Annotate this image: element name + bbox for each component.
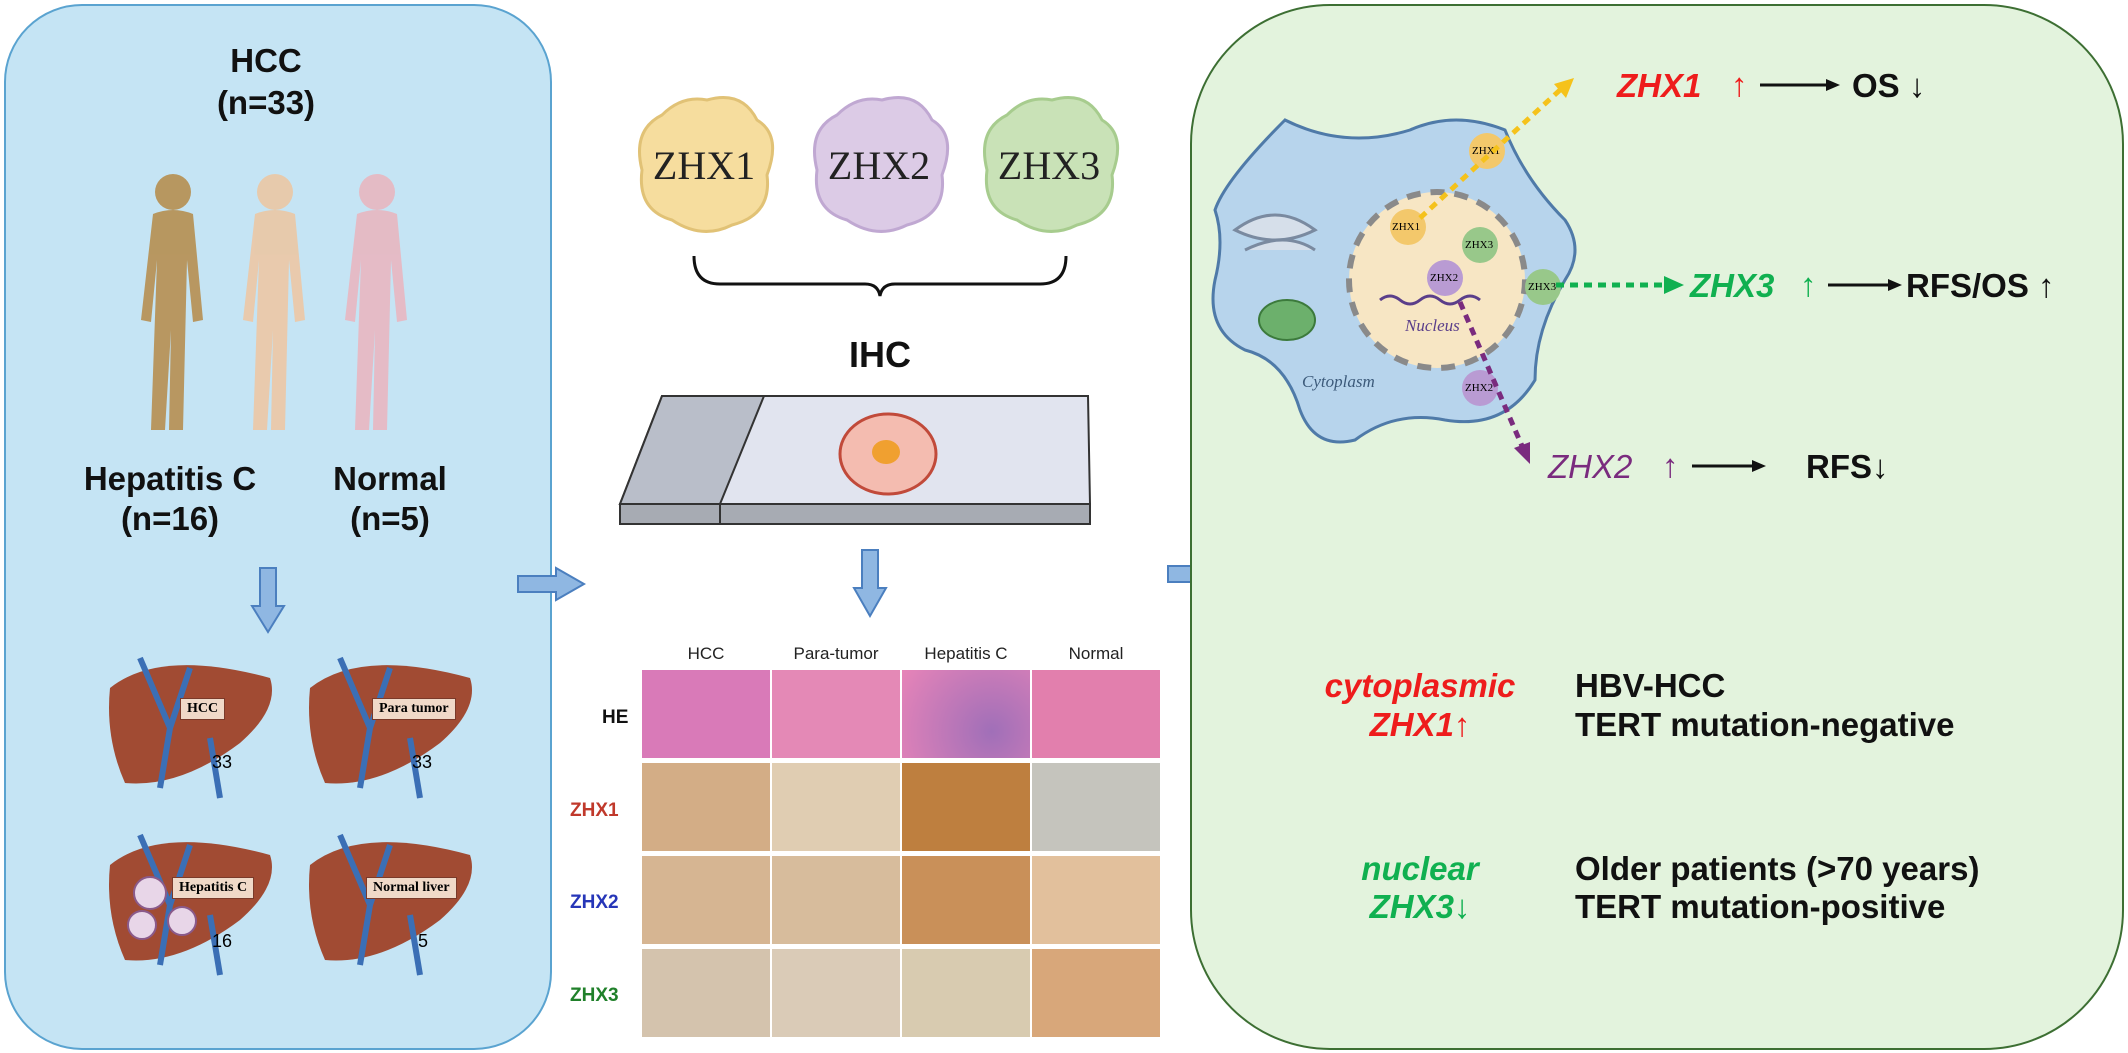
ihc-image-tile [772, 670, 900, 758]
finding1-location: cytoplasmic [1324, 667, 1516, 704]
col-header: Para-tumor [793, 644, 879, 663]
ihc-image-tile [772, 856, 900, 944]
zhx3-cell-label: ZHX3 [1465, 239, 1494, 251]
zhx2-cell-label: ZHX2 [1430, 272, 1459, 284]
zhx1-outcome: OS ↓ [1852, 67, 1926, 104]
liver-card-hepatitis-c: Hepatitis C 16 [100, 825, 290, 980]
liver-count: 33 [212, 752, 233, 772]
zhx3-label: ZHX3 [997, 143, 1101, 188]
ihc-image-tile [772, 949, 900, 1037]
liver-label: HCC [180, 698, 226, 720]
hcc-count: (n=33) [216, 84, 316, 121]
ihc-image-tile [902, 670, 1030, 758]
zhx3-up-arrow: ↑ [1800, 266, 1817, 303]
liver-card-hcc: HCC 33 [100, 648, 290, 803]
normal-title: Normal [333, 460, 447, 497]
ihc-image-tile [642, 949, 770, 1037]
liver-label: Para tumor [372, 698, 456, 720]
liver-count: 5 [418, 931, 429, 951]
ihc-image-tile [772, 763, 900, 851]
zhx3-protein-blob [983, 96, 1120, 233]
finding2-mutation: TERT mutation-positive [1575, 888, 1946, 925]
zhx3-gene: ZHX3 [1690, 267, 1775, 304]
down-arrow-icon [852, 549, 888, 619]
ihc-image-tile [902, 949, 1030, 1037]
ihc-label: IHC [849, 334, 911, 375]
zhx3-outcome: RFS/OS ↑ [1906, 267, 2055, 304]
hepatitis-c-count: (n=16) [120, 500, 220, 537]
zhx2-label: ZHX2 [827, 143, 931, 188]
finding2-context: Older patients (>70 years) [1575, 850, 1980, 887]
hcc-title: HCC [230, 42, 302, 79]
finding1-mutation: TERT mutation-negative [1575, 706, 1955, 743]
zhx2-gene: ZHX2 [1548, 448, 1633, 485]
ihc-image-tile [1032, 763, 1160, 851]
col-header: HCC [687, 644, 725, 663]
normal-person-figure [345, 174, 407, 430]
zhx1-label: ZHX1 [652, 143, 756, 188]
slide-illustration [618, 395, 1092, 525]
finding2-gene: ZHX3↓ [1369, 888, 1471, 925]
zhx3-cell-label: ZHX3 [1528, 281, 1557, 293]
ihc-image-tile [902, 763, 1030, 851]
finding2-location: nuclear [1361, 850, 1479, 887]
zhx2-protein-blob [813, 96, 950, 233]
ihc-image-tile [902, 856, 1030, 944]
zhx2-up-arrow: ↑ [1662, 447, 1679, 484]
col-header: Hepatitis C [924, 644, 1008, 663]
nucleus-label: Nucleus [1405, 316, 1460, 335]
ihc-image-tile [1032, 856, 1160, 944]
curly-brace [692, 255, 1068, 297]
liver-count: 16 [212, 931, 233, 951]
ihc-image-tile [642, 856, 770, 944]
zhx-protein-blobs [638, 96, 1120, 233]
right-arrow-icon [517, 566, 587, 602]
row-label: HE [602, 707, 629, 728]
zhx1-cell-label: ZHX1 [1472, 145, 1501, 157]
zhx2-cell-label: ZHX2 [1465, 382, 1494, 394]
row-label: ZHX1 [570, 800, 619, 821]
finding1-gene: ZHX1↑ [1369, 706, 1471, 743]
liver-card-normal: Normal liver 5 [300, 825, 490, 980]
liver-count: 33 [412, 752, 433, 772]
ihc-image-tile [1032, 670, 1160, 758]
hcc-person-figure [141, 174, 203, 430]
hepatitis-c-title: Hepatitis C [83, 460, 257, 497]
ihc-image-tile [642, 763, 770, 851]
col-header: Normal [1068, 644, 1124, 663]
zhx1-gene: ZHX1 [1617, 67, 1702, 104]
normal-count: (n=5) [350, 500, 430, 537]
finding1-context: HBV-HCC [1575, 667, 1726, 704]
ihc-image-tile [642, 670, 770, 758]
ihc-image-tile [1032, 949, 1160, 1037]
liver-label: Normal liver [366, 877, 457, 899]
liver-card-para-tumor: Para tumor 33 [300, 648, 490, 803]
zhx2-outcome: RFS↓ [1806, 448, 1889, 485]
zhx1-cell-label: ZHX1 [1392, 221, 1421, 233]
down-arrow-icon [250, 567, 286, 634]
zhx1-protein-blob [638, 96, 775, 233]
patients-illustration [141, 174, 407, 430]
zhx1-up-arrow: ↑ [1731, 66, 1748, 103]
hepatitis-person-figure [243, 174, 305, 430]
row-label: ZHX3 [570, 985, 619, 1006]
row-label: ZHX2 [570, 892, 619, 913]
liver-label: Hepatitis C [172, 877, 255, 899]
cytoplasm-label: Cytoplasm [1302, 372, 1375, 391]
